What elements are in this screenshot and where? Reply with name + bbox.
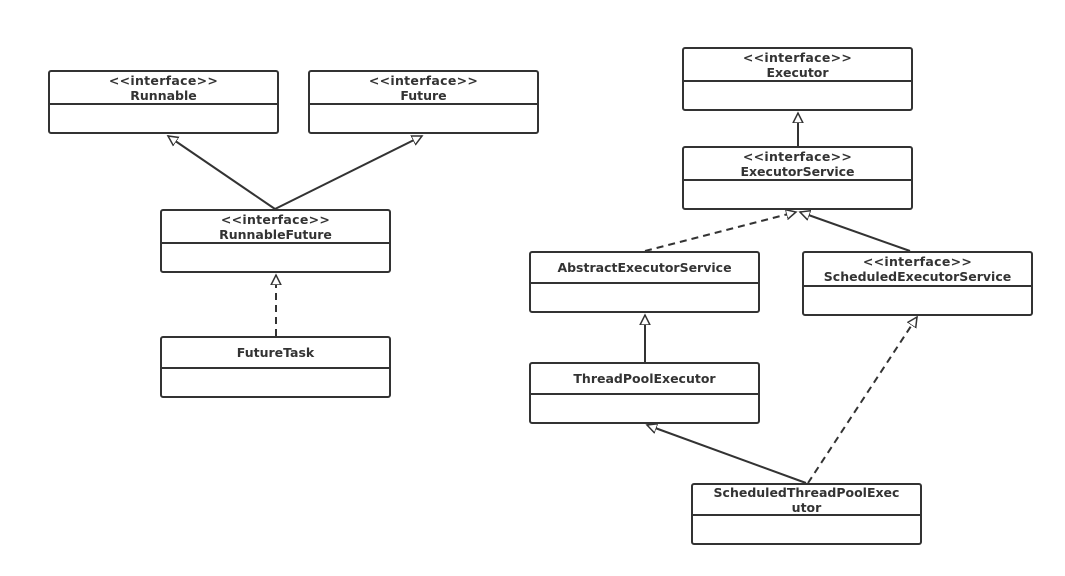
class-box-abstract-executor-service[interactable]: AbstractExecutorService — [529, 251, 760, 313]
edge-scheduledthreadpoolexecutor-to-threadpoolexecutor — [647, 425, 807, 484]
class-header: <<interface>> ExecutorService — [684, 148, 911, 181]
edge-runnablefuture-to-future — [274, 135, 422, 210]
class-name: Executor — [766, 64, 829, 80]
class-box-future-task[interactable]: FutureTask — [160, 336, 391, 398]
class-name: ScheduledExecutorService — [823, 269, 1012, 284]
class-header: <<interface>> ScheduledExecutorService — [804, 253, 1031, 287]
class-header: <<interface>> Runnable — [50, 72, 277, 105]
edge-scheduledthreadpoolexecutor-to-scheduledexecutorservice — [807, 317, 917, 484]
stereotype-label: <<interface>> — [220, 211, 331, 227]
class-name: AbstractExecutorService — [557, 260, 732, 275]
class-box-scheduled-thread-pool-executor[interactable]: ScheduledThreadPoolExecutor — [691, 483, 922, 545]
stereotype-label: <<interface>> — [108, 72, 219, 88]
class-header: <<interface>> RunnableFuture — [162, 211, 389, 244]
class-box-future[interactable]: <<interface>> Future — [308, 70, 539, 134]
class-box-executor-service[interactable]: <<interface>> ExecutorService — [682, 146, 913, 210]
class-name: RunnableFuture — [219, 226, 332, 242]
class-name: ScheduledThreadPoolExecutor — [713, 484, 900, 515]
class-header: ThreadPoolExecutor — [531, 364, 758, 395]
class-header: ScheduledThreadPoolExecutor — [693, 485, 920, 516]
class-name: ThreadPoolExecutor — [573, 371, 716, 386]
class-box-thread-pool-executor[interactable]: ThreadPoolExecutor — [529, 362, 760, 424]
edge-runnablefuture-to-runnable — [168, 136, 276, 210]
stereotype-label: <<interface>> — [862, 254, 973, 269]
class-header: <<interface>> Executor — [684, 49, 911, 82]
class-box-scheduled-executor-service[interactable]: <<interface>> ScheduledExecutorService — [802, 251, 1033, 316]
class-name: FutureTask — [236, 345, 315, 360]
class-name: Future — [400, 87, 447, 103]
class-box-runnable-future[interactable]: <<interface>> RunnableFuture — [160, 209, 391, 273]
class-box-runnable[interactable]: <<interface>> Runnable — [48, 70, 279, 134]
class-name: Runnable — [130, 87, 197, 103]
class-header: AbstractExecutorService — [531, 253, 758, 284]
edge-abstractexecutorservice-to-executorservice — [644, 212, 796, 252]
stereotype-label: <<interface>> — [742, 49, 853, 65]
class-header: FutureTask — [162, 338, 389, 369]
edge-scheduledexecutorservice-to-executorservice — [800, 212, 911, 252]
class-name: ExecutorService — [740, 163, 855, 179]
stereotype-label: <<interface>> — [368, 72, 479, 88]
class-header: <<interface>> Future — [310, 72, 537, 105]
class-box-executor[interactable]: <<interface>> Executor — [682, 47, 913, 111]
stereotype-label: <<interface>> — [742, 148, 853, 164]
